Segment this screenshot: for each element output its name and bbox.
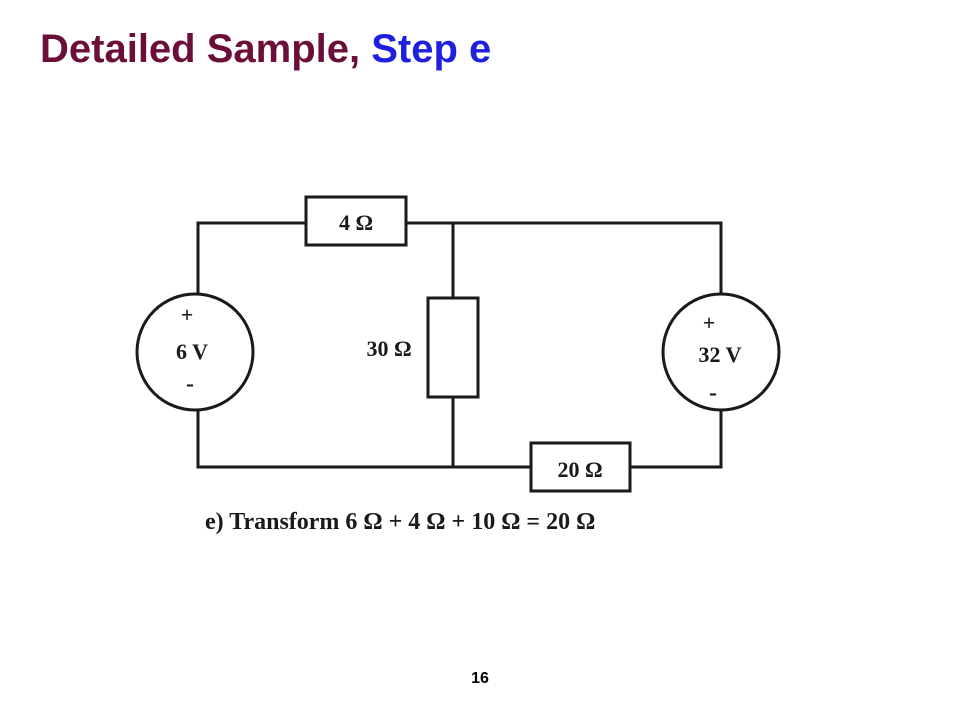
slide-title: Detailed Sample, Step e [40, 24, 491, 74]
resistor-30-label: 30 Ω [366, 336, 411, 361]
slide-number: 16 [471, 670, 489, 687]
source-32v-minus: - [709, 380, 717, 406]
wire-left-top [196, 221, 308, 299]
resistor-4-label: 4 Ω [339, 210, 373, 235]
source-32v-value: 32 V [699, 342, 742, 367]
resistor-20-label: 20 Ω [557, 457, 602, 482]
resistor-20-ohm: 20 Ω [529, 441, 632, 493]
source-32v-plus: + [703, 310, 716, 335]
voltage-source-6v: + 6 V - [135, 292, 255, 412]
title-main: Detailed Sample, [40, 27, 361, 71]
resistor-30-ohm: 30 Ω [366, 296, 480, 399]
source-6v-plus: + [181, 302, 194, 327]
circuit-caption: e) Transform 6 Ω + 4 Ω + 10 Ω = 20 Ω [205, 509, 595, 535]
circuit-wires [196, 221, 723, 469]
source-6v-minus: - [186, 371, 194, 397]
voltage-source-32v: + 32 V - [661, 292, 781, 412]
source-6v-value: 6 V [176, 339, 208, 364]
wire-right-bottom [628, 406, 723, 469]
wire-left-bottom [196, 406, 533, 469]
title-accent: Step e [371, 27, 492, 71]
resistor-4-ohm: 4 Ω [304, 195, 408, 247]
